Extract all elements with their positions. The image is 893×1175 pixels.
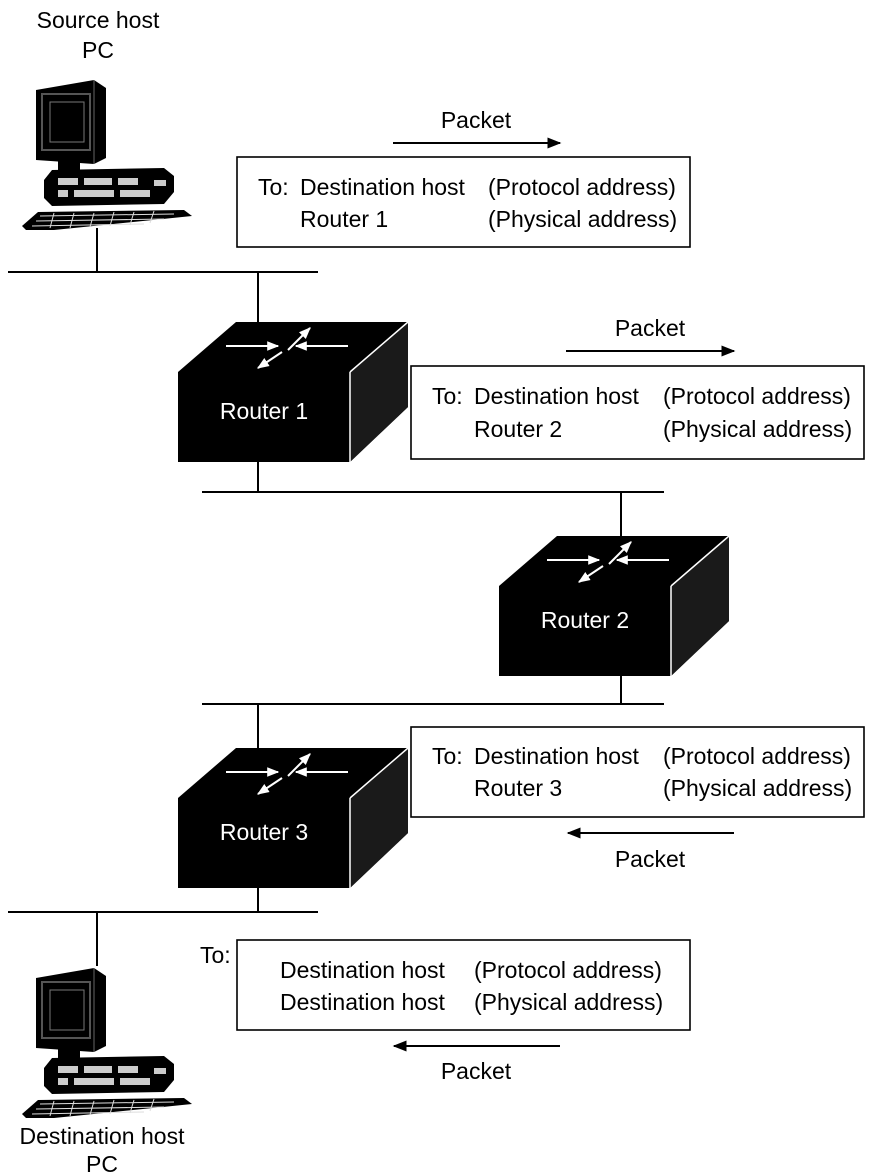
frame-3-protocol-label: (Protocol address) [663, 743, 851, 769]
frame-box-2: To: Destination host (Protocol address) … [410, 365, 865, 460]
frame-4-to: To: [200, 942, 231, 968]
destination-host-sublabel: PC [86, 1151, 118, 1175]
frame-3-physical-target: Router 3 [474, 775, 562, 801]
destination-pc-icon [21, 967, 193, 1119]
frame-box-4: Destination host (Protocol address) Dest… [236, 939, 691, 1031]
router-1-label: Router 1 [220, 398, 308, 424]
frame-2-physical-label: (Physical address) [663, 416, 852, 442]
frame-3-protocol-target: Destination host [474, 743, 640, 769]
frame-2-to: To: [432, 383, 463, 409]
frame-4-protocol-target: Destination host [280, 957, 446, 983]
source-pc-icon [21, 79, 193, 231]
packet-label-4: Packet [441, 1058, 512, 1084]
router-1-icon: Router 1 [178, 322, 408, 462]
frame-1-protocol-label: (Protocol address) [488, 174, 676, 200]
frame-4-physical-label: (Physical address) [474, 989, 663, 1015]
destination-host-label: Destination host [20, 1123, 186, 1149]
router-2-label: Router 2 [541, 607, 629, 633]
packet-label-2: Packet [615, 315, 686, 341]
frame-1-protocol-target: Destination host [300, 174, 466, 200]
router-2-icon: Router 2 [499, 536, 729, 676]
packet-label-3: Packet [615, 846, 686, 872]
frame-1-to: To: [258, 174, 289, 200]
frame-4-physical-target: Destination host [280, 989, 446, 1015]
frame-box-3: To: Destination host (Protocol address) … [410, 726, 865, 818]
frame-box-1: To: Destination host (Protocol address) … [236, 156, 691, 248]
source-host-label: Source host [37, 7, 160, 33]
router-3-label: Router 3 [220, 819, 308, 845]
frame-4-protocol-label: (Protocol address) [474, 957, 662, 983]
frame-3-physical-label: (Physical address) [663, 775, 852, 801]
frame-2-protocol-target: Destination host [474, 383, 640, 409]
frame-1-physical-target: Router 1 [300, 206, 388, 232]
frame-3-to: To: [432, 743, 463, 769]
router-3-icon: Router 3 [178, 748, 408, 888]
frame-2-physical-target: Router 2 [474, 416, 562, 442]
source-host-sublabel: PC [82, 37, 114, 63]
frame-1-physical-label: (Physical address) [488, 206, 677, 232]
frame-2-protocol-label: (Protocol address) [663, 383, 851, 409]
packet-label-1: Packet [441, 107, 512, 133]
